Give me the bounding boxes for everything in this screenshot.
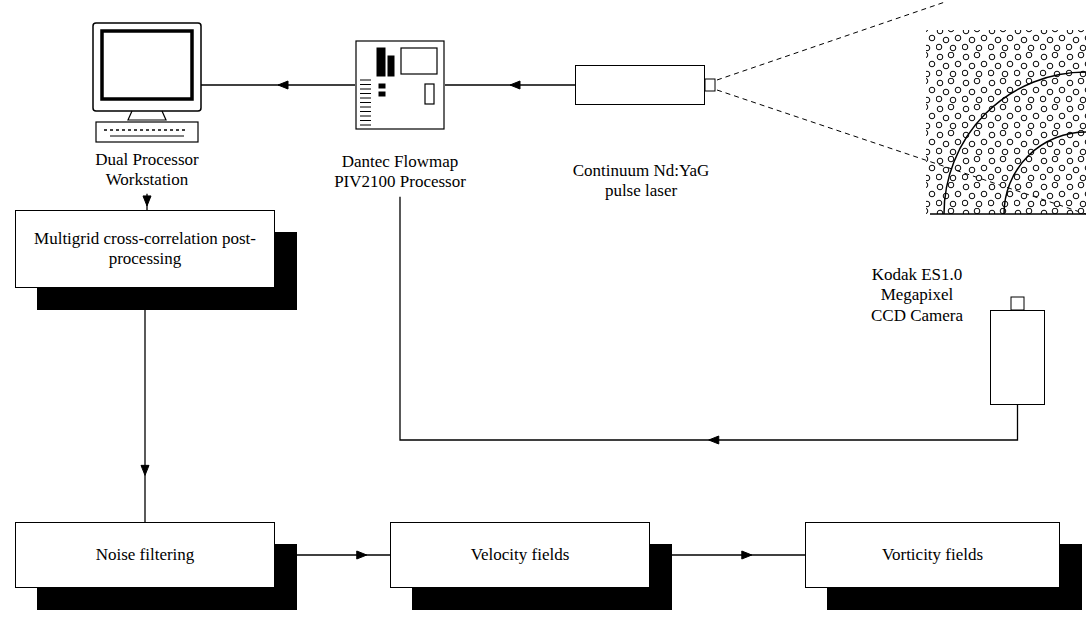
connector-line: [297, 554, 390, 555]
box-label: Vorticity fields: [882, 545, 983, 565]
box-label: Velocity fields: [471, 545, 570, 565]
arrowhead: [141, 465, 149, 475]
box-label: Noise filtering: [96, 545, 195, 565]
flow-connector: [445, 81, 575, 89]
arrowhead: [143, 196, 151, 206]
workstation-node: Dual Processor Workstation: [82, 22, 212, 191]
laser-box: Continuum Nd:YaG pulse laser: [575, 65, 705, 105]
flow-connector: [400, 197, 1018, 444]
process-box: Noise filtering: [15, 522, 275, 588]
flow-arc: [944, 72, 1086, 214]
flow-connector: [297, 551, 390, 559]
laser-sheet-edge: [717, 2, 945, 80]
camera-box: Kodak ES1.0 Megapixel CCD Camera: [990, 310, 1045, 405]
arrowhead: [510, 81, 520, 89]
computer-icon: [92, 22, 202, 144]
processor-node: Dantec Flowmap PIV2100 Processor: [322, 40, 478, 193]
flow-connector: [141, 310, 149, 522]
device-label: Dantec Flowmap PIV2100 Processor: [322, 152, 478, 193]
flow-connector: [143, 194, 151, 210]
flow-connector: [201, 81, 355, 89]
connector-line: [400, 197, 1018, 440]
box-label: Multigrid cross-correlation post-process…: [28, 229, 262, 270]
connector-line: [144, 310, 145, 522]
device-label: Dual Processor Workstation: [82, 150, 212, 191]
flow-arc: [1004, 132, 1086, 214]
camera-lens: [1011, 297, 1024, 310]
process-box: Velocity fields: [390, 522, 650, 588]
process-box: Vorticity fields: [805, 522, 1060, 588]
arrowhead: [278, 81, 288, 89]
arrowhead: [709, 436, 719, 444]
connector-line: [672, 554, 805, 555]
process-box: Multigrid cross-correlation post-process…: [15, 210, 275, 288]
arrowhead: [742, 551, 752, 559]
seeding-particles: [926, 30, 1086, 214]
processor-icon: [355, 40, 445, 130]
arrowhead: [357, 551, 367, 559]
device-label: Kodak ES1.0 Megapixel CCD Camera: [863, 265, 971, 326]
wall-line: [930, 213, 1086, 215]
device-label: Continuum Nd:YaG pulse laser: [561, 161, 721, 202]
flow-connector: [672, 551, 805, 559]
laser-nozzle: [705, 79, 715, 91]
